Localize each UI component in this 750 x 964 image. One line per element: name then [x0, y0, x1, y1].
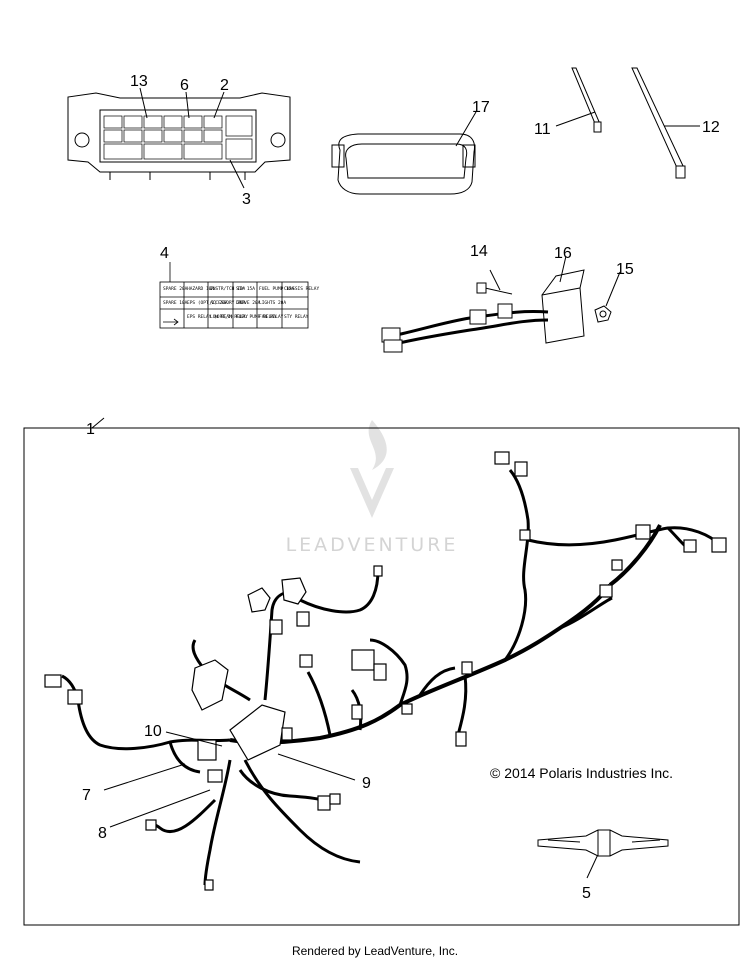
fuse-label-r2c5: LIGHTS 20A [259, 300, 286, 306]
fuse-label-r2c4: DRIVE 20A [236, 300, 261, 306]
fuse-label-r2c2: EPS (OPT_1) 20A [187, 300, 228, 306]
fuse-box [67, 87, 291, 189]
main-harness [23, 417, 740, 926]
callout-numbers: 13 6 2 3 17 11 12 4 14 16 15 1 10 7 8 9 … [82, 73, 720, 902]
callout-9: 9 [362, 775, 371, 792]
fuse-label-r3c2: EPS RELAY (OPT_1) [187, 314, 233, 320]
callout-15: 15 [616, 261, 634, 278]
fuse-label-r1c3: INSTR/TCH 10A [210, 286, 246, 292]
inline-fuse-holder [537, 829, 669, 857]
callout-2: 2 [220, 77, 229, 94]
footer-credit: Rendered by LeadVenture, Inc. [291, 944, 459, 958]
fuse-label-r1c2: HAZARD 10A [187, 286, 214, 292]
fuse-label-r2c1: SPARE 10A [163, 300, 188, 306]
fuse-label-r1c4: STY 15A [236, 286, 255, 292]
fuse-label: SPARE 20A HAZARD 10A INSTR/TCH 10A STY 1… [159, 262, 320, 329]
fuse-label-r3c4: FUEL PUMP RELAY [236, 314, 277, 320]
callout-4: 4 [160, 245, 169, 262]
callout-1: 1 [86, 421, 95, 438]
callout-6: 6 [180, 77, 189, 94]
copyright-text: © 2014 Polaris Industries Inc. [490, 765, 673, 781]
watermark-flame-icon [368, 420, 387, 470]
fuse-box-cover [331, 111, 477, 195]
callout-17: 17 [472, 99, 490, 116]
callout-13: 13 [130, 73, 148, 90]
callout-3: 3 [242, 191, 251, 208]
callout-14: 14 [470, 243, 488, 260]
callout-16: 16 [554, 245, 572, 262]
fuse-label-r2c3: ACCESSORY 20A [210, 300, 246, 306]
callout-12: 12 [702, 119, 720, 136]
watermark-v-icon [350, 468, 394, 518]
fuse-label-r3c5: FAN RELAY [259, 314, 284, 320]
callout-8: 8 [98, 825, 107, 842]
watermark-text: LEADVENTURE [286, 534, 459, 556]
callout-5: 5 [582, 885, 591, 902]
relay-sub-harness [381, 255, 621, 353]
fuse-label-r3c6: STY RELAY [284, 314, 309, 320]
arrow-icon [163, 318, 179, 326]
fuse-label-r3c3: LOW BEAM RELAY [210, 314, 248, 320]
fuse-label-r1c6: CHASSIS RELAY [284, 286, 320, 292]
watermark: LEADVENTURE [286, 420, 459, 556]
fuse-label-r1c5: FUEL PUMP 15A [259, 286, 295, 292]
fuse-label-r1c1: SPARE 20A [163, 286, 188, 292]
callout-7: 7 [82, 787, 91, 804]
cable-ties [555, 67, 700, 179]
callout-11: 11 [534, 121, 551, 138]
callout-10: 10 [144, 723, 162, 740]
